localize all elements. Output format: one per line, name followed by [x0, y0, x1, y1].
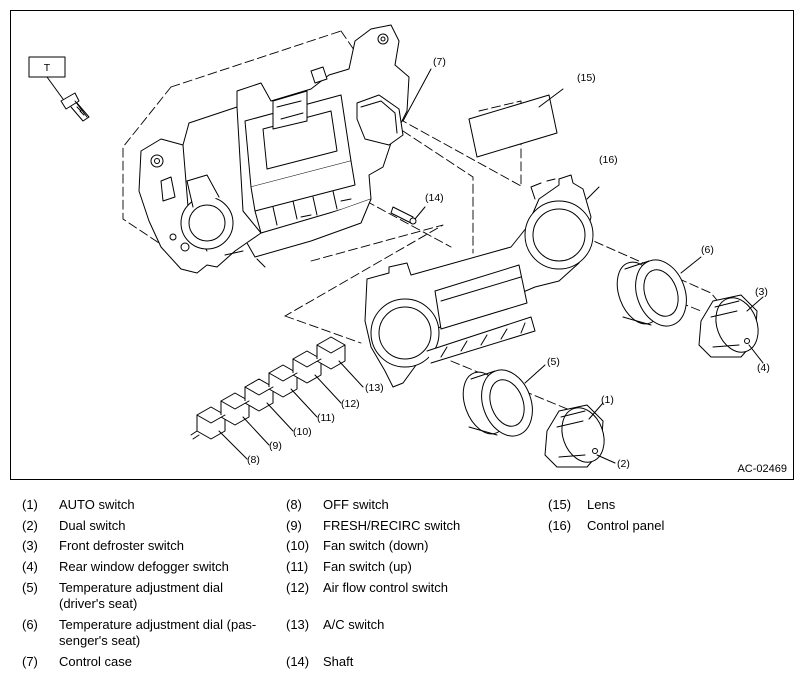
- control-case: [138, 24, 410, 274]
- callout-6: (6): [701, 244, 714, 256]
- leader-7: [402, 68, 432, 122]
- lens: [468, 88, 564, 158]
- callout-4: (4): [757, 362, 770, 374]
- exploded-view-figure: T: [10, 10, 794, 480]
- dial-passenger: [616, 256, 702, 327]
- dial-driver: [462, 364, 546, 437]
- callout-3: (3): [755, 286, 768, 298]
- screw: [60, 92, 90, 122]
- callout-11: (11): [317, 412, 335, 424]
- callout-8: (8): [247, 454, 260, 466]
- callout-2: (2): [617, 458, 630, 470]
- push-switches: [190, 336, 364, 460]
- knob-defroster: [698, 294, 764, 364]
- callout-13: (13): [365, 382, 384, 394]
- figure-code: AC-02469: [737, 463, 787, 475]
- tool-label: T: [44, 62, 51, 74]
- knob-auto: [544, 402, 616, 468]
- callout-9: (9): [269, 440, 282, 452]
- callout-10: (10): [293, 426, 312, 438]
- callout-16: (16): [599, 154, 618, 166]
- callout-1: (1): [601, 394, 614, 406]
- control-panel: [364, 174, 600, 388]
- shaft: [390, 206, 426, 225]
- tool-box: T: [28, 56, 66, 100]
- callout-15: (15): [577, 72, 596, 84]
- parts-legend: (1)AUTO switch (2)Dual switch (3)Front d…: [22, 497, 665, 669]
- exploded-diagram: T: [28, 24, 770, 470]
- callout-7: (7): [433, 56, 446, 68]
- callout-12: (12): [341, 398, 360, 410]
- callout-5: (5): [547, 356, 560, 368]
- callout-labels: (7) (15) (16) (14) (6) (3) (4) (5) (1) (…: [247, 56, 770, 470]
- callout-14: (14): [425, 192, 444, 204]
